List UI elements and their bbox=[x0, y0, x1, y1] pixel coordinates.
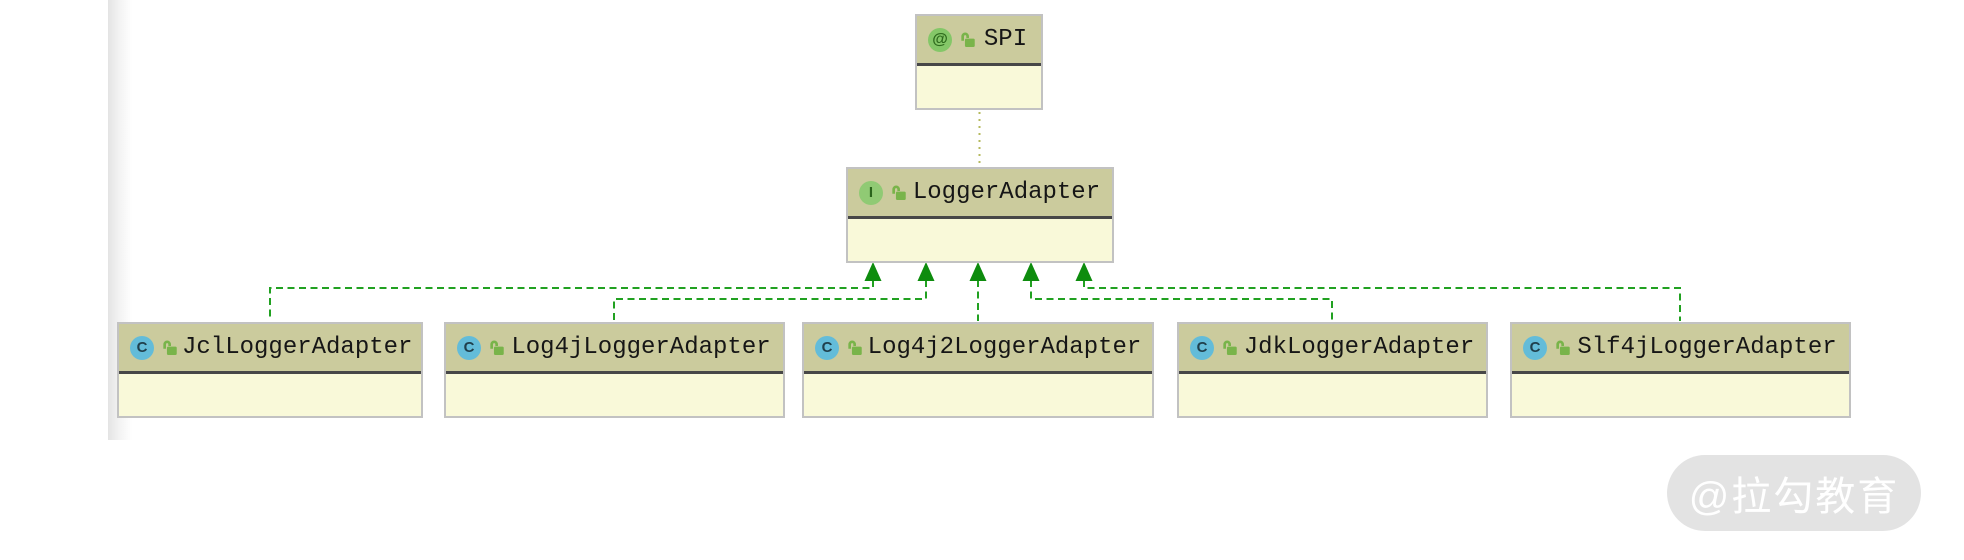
node-header: C JclLoggerAdapter bbox=[119, 324, 421, 374]
implements-edge-jdk bbox=[1030, 280, 1333, 321]
unlocked-padlock-icon bbox=[161, 339, 178, 356]
implements-edge-slf4j bbox=[1083, 280, 1681, 321]
class-icon: C bbox=[130, 335, 154, 360]
node-fields-section bbox=[917, 66, 1041, 107]
unlocked-padlock-icon bbox=[846, 339, 863, 356]
node-jdk-logger-adapter[interactable]: C JdkLoggerAdapter bbox=[1177, 322, 1488, 418]
interface-icon: I bbox=[859, 180, 883, 205]
implements-edge-jcl bbox=[269, 280, 874, 321]
unlocked-padlock-icon bbox=[1221, 339, 1238, 356]
unlocked-padlock-icon bbox=[959, 31, 976, 48]
node-title: JclLoggerAdapter bbox=[182, 334, 413, 361]
node-header: C Log4j2LoggerAdapter bbox=[804, 324, 1152, 374]
node-spi[interactable]: @ SPI bbox=[915, 14, 1043, 110]
node-log4j2-logger-adapter[interactable]: C Log4j2LoggerAdapter bbox=[802, 322, 1154, 418]
arrowhead-icon bbox=[969, 262, 987, 281]
node-slf4j-logger-adapter[interactable]: C Slf4jLoggerAdapter bbox=[1510, 322, 1851, 418]
node-title: SPI bbox=[983, 26, 1028, 53]
node-header: @ SPI bbox=[917, 16, 1041, 66]
arrowhead-icon bbox=[1022, 262, 1040, 281]
node-fields-section bbox=[119, 374, 421, 415]
node-title: Slf4jLoggerAdapter bbox=[1577, 334, 1837, 361]
class-icon: C bbox=[457, 335, 481, 360]
implements-edge-log4j bbox=[613, 280, 927, 321]
node-title: JdkLoggerAdapter bbox=[1243, 334, 1475, 361]
watermark-badge: @拉勾教育 bbox=[1667, 455, 1921, 531]
node-fields-section bbox=[1512, 374, 1849, 415]
node-jcl-logger-adapter[interactable]: C JclLoggerAdapter bbox=[117, 322, 423, 418]
node-fields-section bbox=[804, 374, 1152, 415]
annotation-icon: @ bbox=[928, 27, 952, 52]
node-header: C JdkLoggerAdapter bbox=[1179, 324, 1486, 374]
node-title: LoggerAdapter bbox=[912, 179, 1101, 206]
unlocked-padlock-icon bbox=[1554, 339, 1571, 356]
node-header: I LoggerAdapter bbox=[848, 169, 1112, 219]
node-fields-section bbox=[1179, 374, 1486, 415]
node-title: Log4j2LoggerAdapter bbox=[867, 334, 1142, 361]
unlocked-padlock-icon bbox=[488, 339, 505, 356]
node-logger-adapter[interactable]: I LoggerAdapter bbox=[846, 167, 1114, 263]
class-icon: C bbox=[1523, 335, 1547, 360]
node-header: C Log4jLoggerAdapter bbox=[446, 324, 783, 374]
arrowhead-icon bbox=[864, 262, 882, 281]
node-header: C Slf4jLoggerAdapter bbox=[1512, 324, 1849, 374]
node-fields-section bbox=[848, 219, 1112, 260]
class-icon: C bbox=[815, 335, 839, 360]
node-title: Log4jLoggerAdapter bbox=[511, 334, 771, 361]
arrowhead-icon bbox=[917, 262, 935, 281]
class-icon: C bbox=[1190, 335, 1214, 360]
node-log4j-logger-adapter[interactable]: C Log4jLoggerAdapter bbox=[444, 322, 785, 418]
unlocked-padlock-icon bbox=[890, 184, 907, 201]
node-fields-section bbox=[446, 374, 783, 415]
arrowhead-icon bbox=[1075, 262, 1093, 281]
